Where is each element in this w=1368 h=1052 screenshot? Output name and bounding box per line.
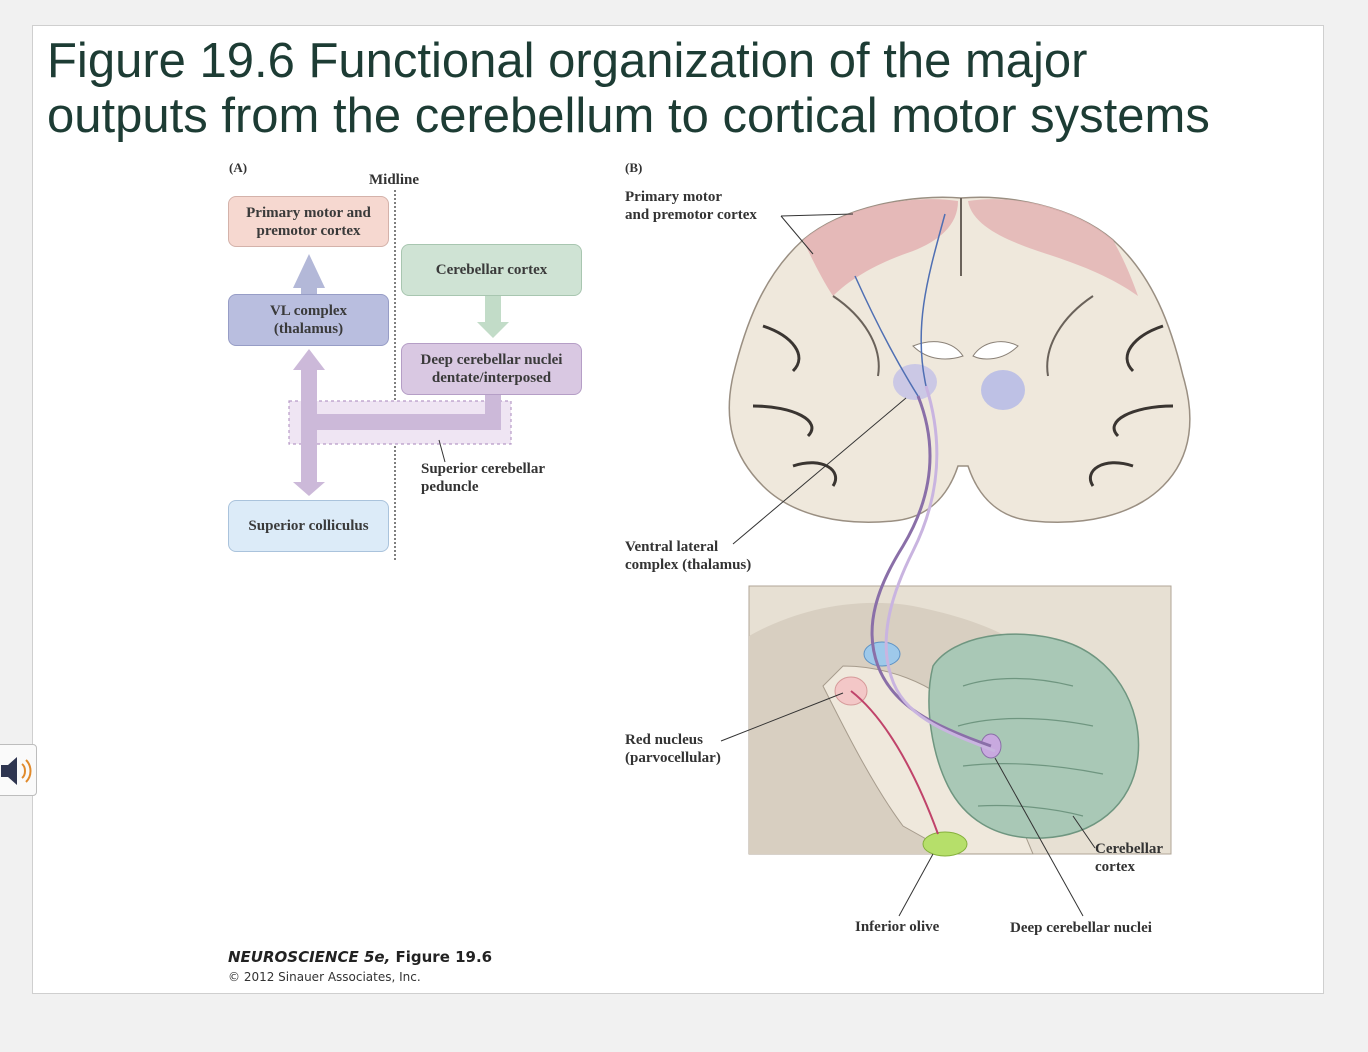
label-primary-motor: Primary motor and premotor cortex: [625, 188, 757, 224]
slide-title-line-1: Figure 19.6 Functional organization of t…: [47, 34, 1088, 88]
panel-a-tag: (A): [229, 160, 248, 175]
box-superior-colliculus: Superior colliculus: [228, 500, 389, 552]
label-cerebellar-cortex: Cerebellar cortex: [1095, 840, 1163, 876]
label-ventral-lateral: Ventral lateral complex (thalamus): [625, 538, 751, 574]
label-primary-motor-line-1: Primary motor: [625, 189, 723, 205]
sagittal-brainstem-section: [748, 585, 1172, 857]
slide: Figure 19.6 Functional organization of t…: [32, 25, 1324, 994]
label-ventral-lateral-line-2: complex (thalamus): [625, 557, 752, 573]
box-primary-motor-line-1: Primary motor and: [246, 204, 371, 221]
box-deep-line-1: Deep cerebellar nuclei: [420, 352, 563, 368]
label-red-nucleus-line-2: (parvocellular): [625, 750, 721, 766]
box-cerebellar-cortex-label: Cerebellar cortex: [435, 262, 548, 278]
label-cerebellar-cortex-line-2: cortex: [1095, 859, 1135, 875]
box-primary-motor-cortex: Primary motor and premotor cortex: [228, 196, 389, 247]
box-vl-complex: VL complex (thalamus): [228, 294, 389, 346]
peduncle-label: Superior cerebellar peduncle: [421, 460, 545, 496]
box-vl-line-2: (thalamus): [273, 321, 344, 337]
credit-book: NEUROSCIENCE 5e,: [228, 948, 391, 966]
arrow-cerebellar-to-deep: [485, 296, 501, 326]
slide-title: Figure 19.6 Functional organization of t…: [47, 34, 1307, 144]
label-primary-motor-line-2: and premotor cortex: [625, 207, 757, 223]
box-deep-line-2: dentate/interposed: [431, 370, 552, 386]
label-red-nucleus-line-1: Red nucleus: [625, 732, 703, 748]
panel-b-illustration: [720, 196, 1191, 917]
panel-b-tag: (B): [625, 160, 643, 175]
leader-lines: [720, 213, 1096, 917]
figure-credit: NEUROSCIENCE 5e, Figure 19.6: [228, 948, 492, 966]
audio-button[interactable]: [0, 744, 37, 796]
label-ventral-lateral-line-1: Ventral lateral: [625, 539, 719, 555]
box-cerebellar-cortex: Cerebellar cortex: [401, 244, 582, 296]
box-superior-colliculus-label: Superior colliculus: [248, 518, 369, 534]
coronal-brain-section: [728, 196, 1191, 523]
midline-label: Midline: [369, 172, 420, 188]
peduncle-label-line-1: Superior cerebellar: [421, 461, 545, 477]
slide-title-line-2: outputs from the cerebellum to cortical …: [47, 89, 1210, 143]
speaker-icon: [1, 757, 32, 785]
label-cerebellar-cortex-line-1: Cerebellar: [1095, 841, 1164, 857]
label-deep-cerebellar-nuclei: Deep cerebellar nuclei: [1010, 920, 1152, 936]
box-primary-motor-line-2: premotor cortex: [256, 222, 361, 239]
pathways: [850, 213, 996, 835]
credit-copyright: © 2012 Sinauer Associates, Inc.: [228, 970, 421, 984]
box-vl-line-1: VL complex: [269, 303, 348, 319]
panel-a-arrows: [288, 190, 512, 561]
label-inferior-olive: Inferior olive: [855, 919, 940, 935]
label-red-nucleus: Red nucleus (parvocellular): [625, 731, 721, 767]
arrow-vertical-bidirectional: [301, 366, 317, 486]
peduncle-pointer: [438, 439, 446, 463]
credit-figure: Figure 19.6: [390, 948, 493, 966]
box-deep-cerebellar-nuclei: Deep cerebellar nuclei dentate/interpose…: [401, 343, 582, 395]
peduncle-label-line-2: peduncle: [421, 479, 479, 495]
